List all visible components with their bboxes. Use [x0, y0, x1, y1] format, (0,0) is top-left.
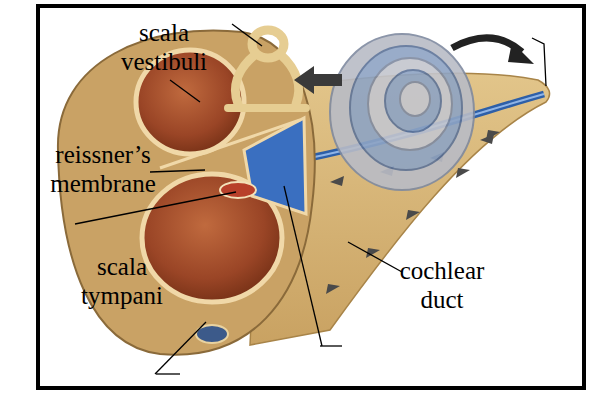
leader-line: [150, 170, 205, 172]
coil-ring: [400, 82, 430, 116]
flow-arrow: [486, 130, 500, 140]
leader-line: [348, 242, 402, 272]
part-label: cochlear duct: [380, 256, 504, 314]
organ-of-corti: [220, 182, 256, 198]
flow-arrow: [456, 168, 470, 178]
part-label: scala tympani: [64, 252, 180, 310]
stapes: [228, 30, 306, 108]
coil-ring: [385, 70, 441, 132]
leader-line: [170, 80, 200, 102]
stapes-leg: [235, 54, 256, 104]
leader-line: [284, 186, 322, 346]
leader-line: [156, 373, 180, 374]
cochlear-duct-section: [244, 118, 306, 214]
coil-ring: [330, 34, 474, 190]
leader-line: [320, 345, 342, 346]
pressure-arrow: [294, 66, 342, 94]
part-label: reissner’s membrane: [36, 140, 170, 198]
leader-line: [532, 38, 546, 86]
flow-arrow: [326, 284, 340, 294]
flow-arrow: [330, 176, 344, 186]
coil-ring: [368, 58, 452, 150]
footplate: [228, 104, 306, 112]
membrane: [160, 120, 300, 168]
flow-arrow: [406, 210, 420, 220]
curved-arrow-head: [508, 42, 534, 64]
leader-line: [232, 24, 262, 46]
part-label: scala vestibuli: [108, 18, 220, 76]
coiled-cochlea: [330, 34, 474, 190]
leader-line: [155, 322, 206, 374]
leader-lines: [75, 24, 546, 374]
coil-ring: [350, 46, 462, 170]
